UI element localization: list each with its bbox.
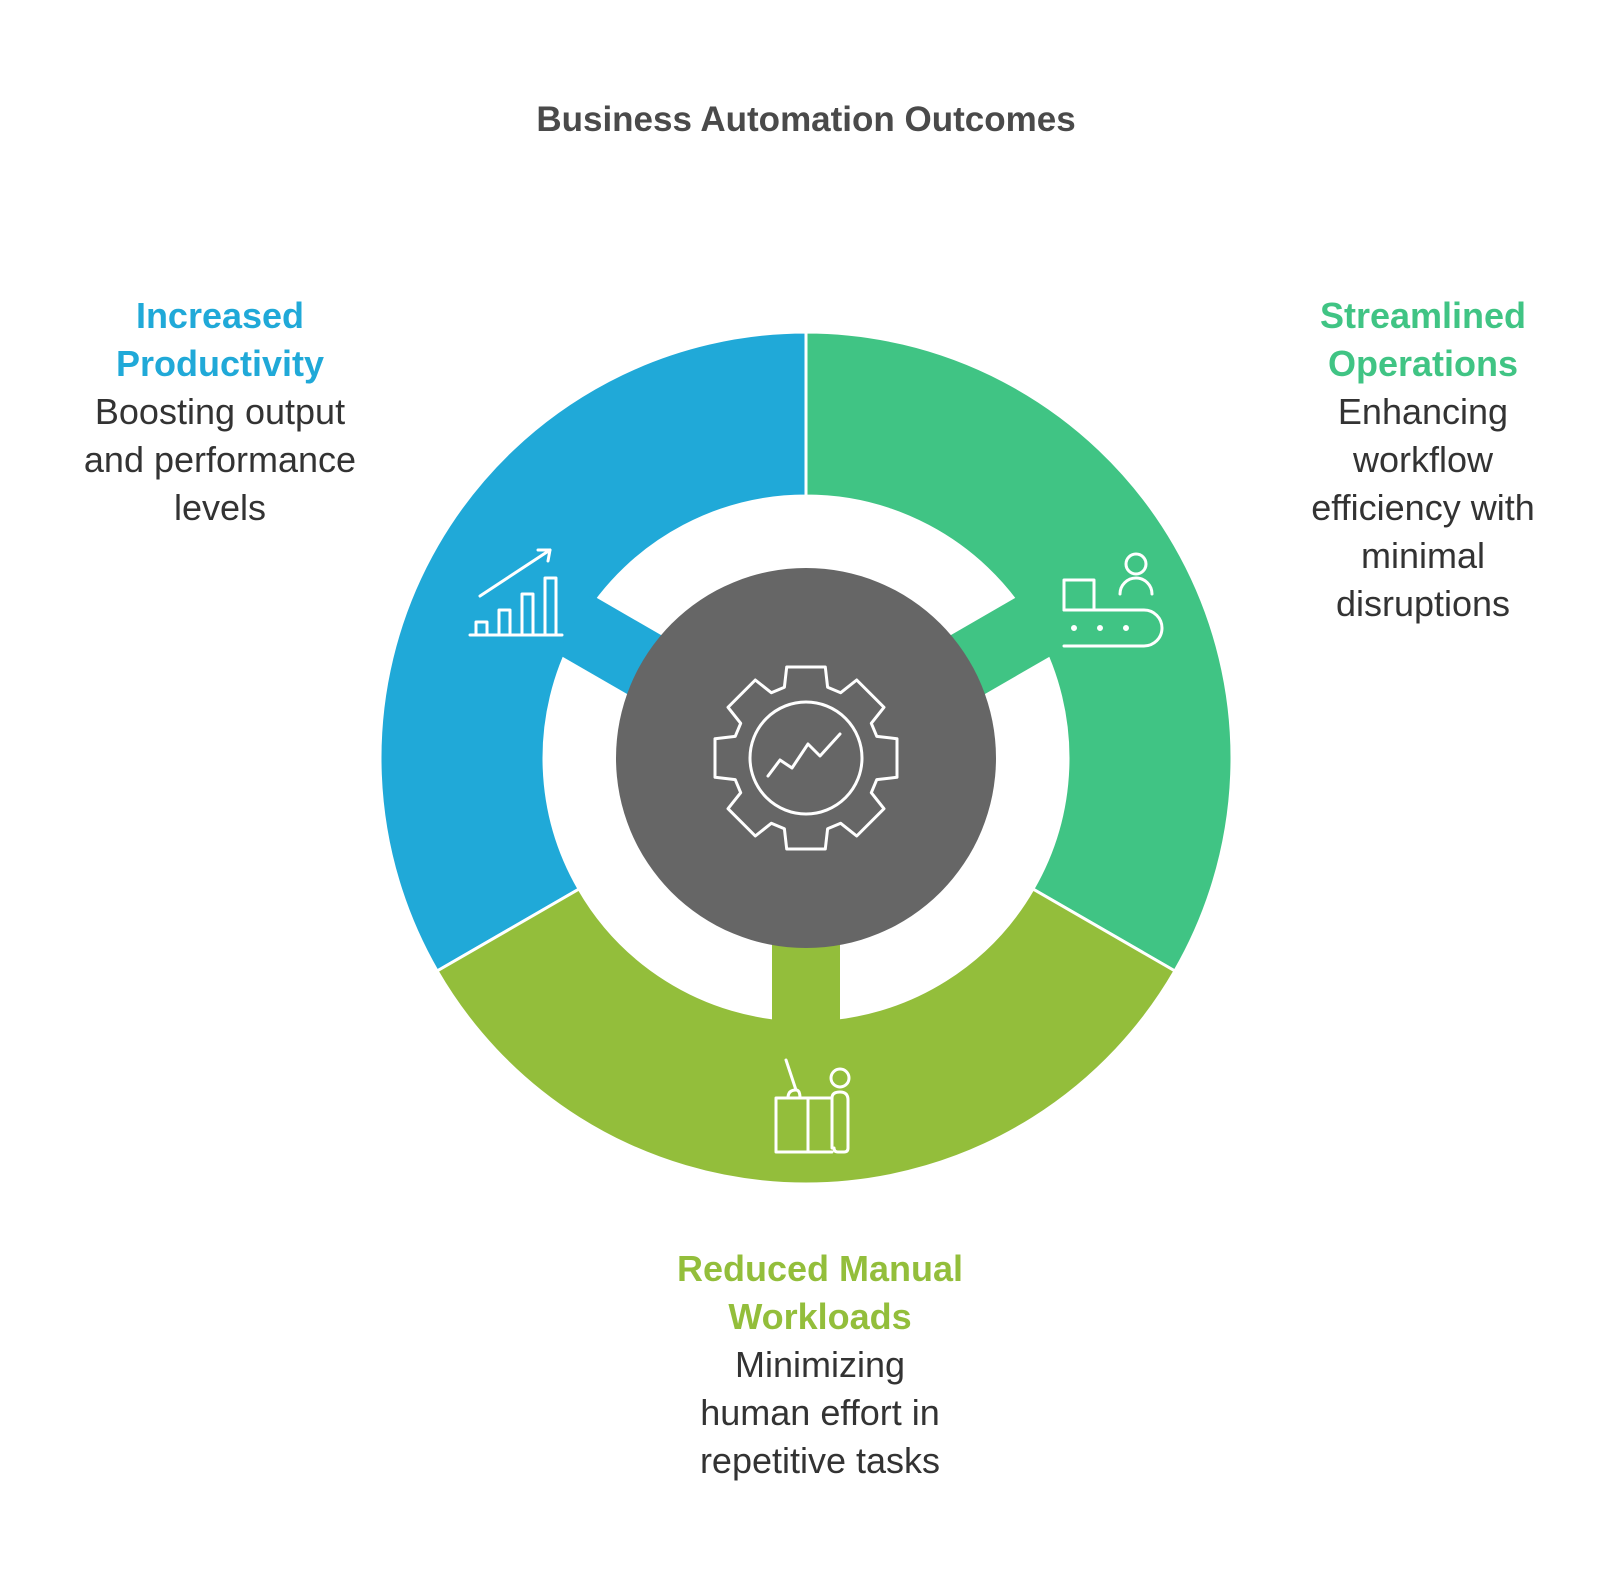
description-line: efficiency with [1311,487,1535,528]
ring-segment-workloads [435,886,1177,1186]
label-streamlined-operations: Streamlined Operations Enhancing workflo… [1258,292,1588,628]
heading-increased-productivity: Increased Productivity [40,292,400,388]
heading-reduced-manual-workloads: Reduced Manual Workloads [630,1245,1010,1341]
center-hub [616,568,996,948]
description-line: human effort in [700,1392,940,1433]
description-streamlined-operations: Enhancing workflow efficiency with minim… [1258,388,1588,628]
heading-streamlined-operations: Streamlined Operations [1258,292,1588,388]
ring-segment-productivity [378,330,808,974]
description-increased-productivity: Boosting output and performance levels [40,388,400,532]
person-at-desk-icon [774,1058,851,1154]
heading-line: Increased [135,295,305,336]
diagram-title: Business Automation Outcomes [536,100,1076,139]
label-increased-productivity: Increased Productivity Boosting output a… [40,292,400,532]
heading-line: Streamlined [1319,295,1527,336]
description-line: disruptions [1335,583,1511,624]
description-line: Boosting output [94,391,346,432]
description-line: minimal [1360,535,1485,576]
description-reduced-manual-workloads: Minimizing human effort in repetitive ta… [630,1341,1010,1485]
bar-chart-growth-icon [468,548,564,637]
conveyor-belt-worker-icon [1062,552,1164,648]
description-line: Enhancing [1337,391,1509,432]
heading-line: Workloads [728,1296,912,1337]
description-line: Minimizing [734,1344,906,1385]
heading-line: Productivity [115,343,325,384]
description-line: repetitive tasks [699,1440,941,1481]
heading-line: Operations [1327,343,1519,384]
description-line: and performance [83,439,357,480]
heading-line: Reduced Manual [676,1248,964,1289]
description-line: levels [173,487,267,528]
label-reduced-manual-workloads: Reduced Manual Workloads Minimizing huma… [630,1245,1010,1485]
ring-segment-operations [804,330,1234,974]
description-line: workflow [1352,439,1494,480]
gear-with-trend-line-icon [713,665,899,851]
